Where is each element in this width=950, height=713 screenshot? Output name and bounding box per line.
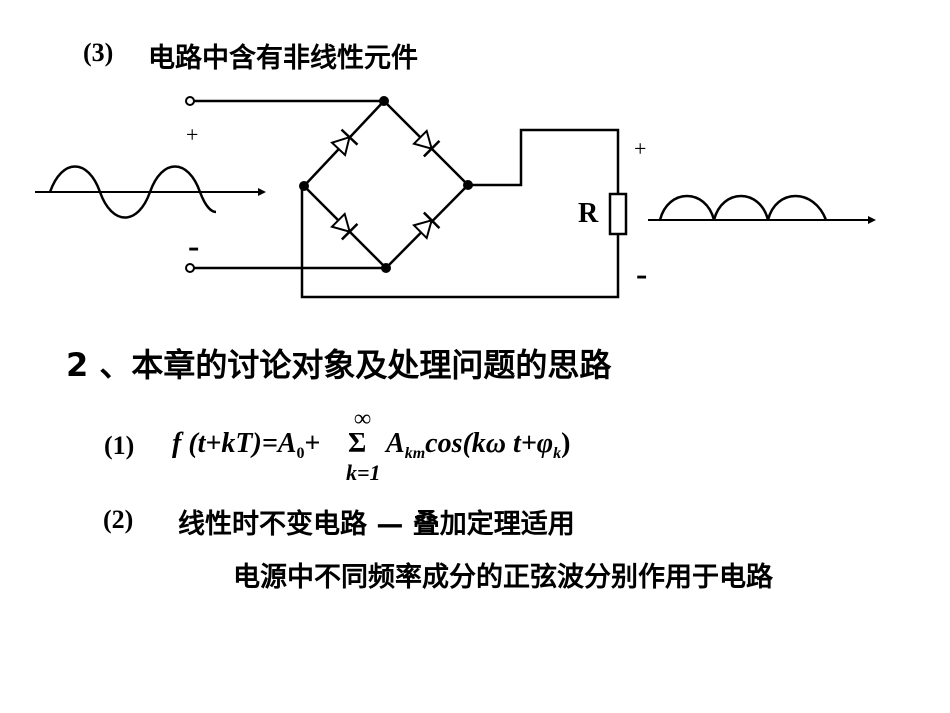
resistor-label: R <box>578 198 599 229</box>
node-bottom <box>381 263 391 273</box>
item1-label: (1) <box>104 431 135 460</box>
formula-plus: + <box>304 428 321 459</box>
formula-harmonic-term: Akmcos(kω t+φk) <box>386 428 570 463</box>
input-plus-sign: + <box>186 122 199 147</box>
formula-a0-subscript: 0 <box>296 445 305 462</box>
formula-close-paren: ) <box>561 428 571 459</box>
formula-cos: cos(kω t+φ <box>425 428 554 459</box>
output-minus-sign: - <box>636 256 648 293</box>
diode-bottom-right <box>412 211 441 240</box>
formula-A: A <box>386 428 405 459</box>
input-sine-wave <box>48 165 217 219</box>
formula-km-subscript: km <box>404 445 426 462</box>
formula-sigma: Σ <box>348 428 367 459</box>
wire-output-loop <box>468 128 620 194</box>
resistor-symbol <box>608 192 628 236</box>
node-left <box>299 181 309 191</box>
output-rectified-wave <box>658 194 828 221</box>
formula-phase-subscript: k <box>553 445 562 462</box>
item2-explanation: 电源中不同频率成分的正弦波分别作用于电路 <box>233 562 773 593</box>
formula-f: f <box>172 428 182 459</box>
section2-heading: 2 、本章的讨论对象及处理问题的思路 <box>66 346 612 384</box>
rectifier-circuit-diagram <box>35 96 876 299</box>
input-minus-sign: - <box>188 228 200 265</box>
node-top <box>379 96 389 106</box>
input-axis-arrow <box>258 188 266 196</box>
item3-label: (3) <box>83 38 114 67</box>
fourier-series-formula: f (t+kT)=A0+ <box>172 428 320 463</box>
formula-sum-lower-bound: k=1 <box>346 460 381 485</box>
diode-top-right <box>412 129 441 158</box>
diode-bottom-left <box>330 212 359 241</box>
formula-infinity: ∞ <box>354 406 372 432</box>
diode-top-left <box>330 128 359 157</box>
wire-return <box>300 186 620 299</box>
output-axis-arrow <box>868 216 876 224</box>
item2-text: 线性时不变电路 — 叠加定理适用 <box>178 509 575 540</box>
output-plus-sign: + <box>634 136 647 161</box>
input-terminal-top <box>185 96 195 106</box>
item2-label: (2) <box>103 505 134 534</box>
item3-title: 电路中含有非线性元件 <box>148 43 418 74</box>
formula-argument: (t+kT)=A <box>188 428 297 459</box>
